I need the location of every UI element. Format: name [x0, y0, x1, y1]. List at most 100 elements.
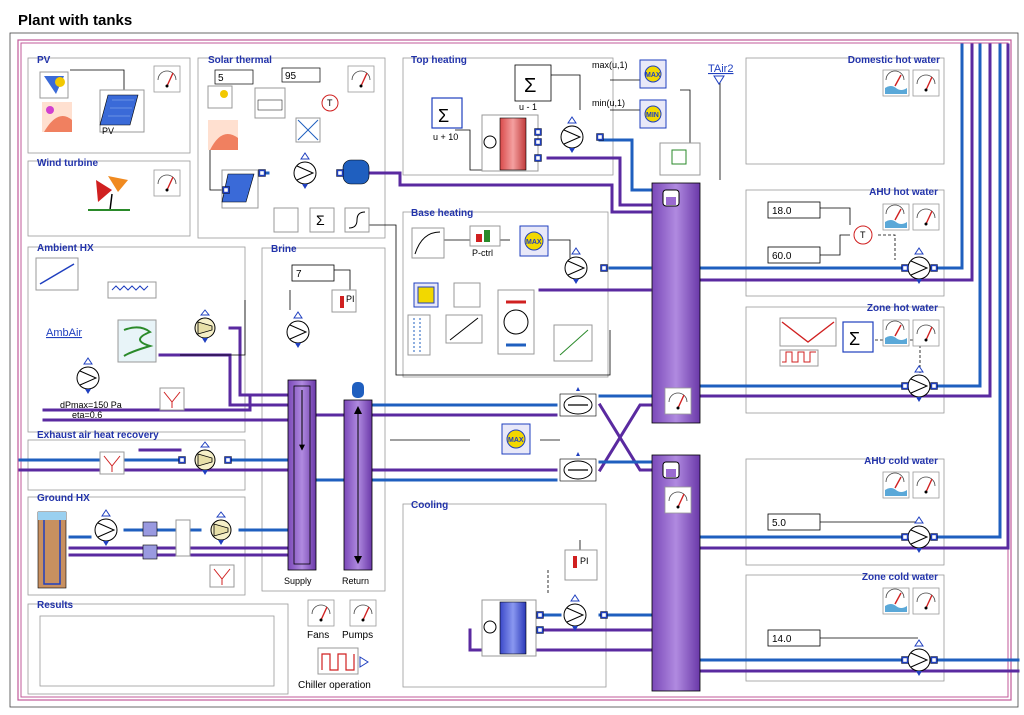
ground-hx-section [37, 509, 235, 589]
base-max-block: MAX [526, 239, 542, 246]
brine-pi: PI [346, 294, 355, 304]
ahu-hot-const-2: 60.0 [772, 251, 792, 262]
section-title-ground-hx: Ground HX [37, 493, 90, 504]
ahu-hot-const-1: 18.0 [772, 206, 792, 217]
section-title-base-heating: Base heating [411, 208, 473, 219]
max-label: max(u,1) [592, 60, 628, 70]
solar-const-a: 5 [218, 73, 224, 84]
section-title-results: Results [37, 600, 74, 611]
supply-label: Supply [284, 576, 312, 586]
brine-section: 7 PI Supply Return [284, 264, 373, 586]
ground-fan-icon [210, 511, 232, 546]
brine-const: 7 [296, 269, 302, 280]
zone-hot-water-section: Σ [779, 317, 940, 403]
section-title-zone-cold-water: Zone cold water [862, 572, 938, 583]
fan-params-2: eta=0.6 [72, 410, 102, 420]
fan-params-1: dPmax=150 Pa [60, 400, 122, 410]
ambair-link[interactable]: AmbAir [46, 327, 82, 339]
wind-gauge-icon [153, 169, 181, 197]
top-sum-caption: u + 10 [433, 132, 458, 142]
pv-gauge-icon [153, 65, 181, 93]
section-title-cooling: Cooling [411, 500, 448, 511]
solar-thermal-section: 5 95 T Σ [207, 65, 375, 233]
mid-max-block: MAX [508, 437, 524, 444]
cooling-section: PI [481, 549, 608, 657]
pumps-gauge-icon [349, 599, 377, 627]
ambient-hx-section: AmbAir dPmax=150 Pa eta=0.6 [35, 257, 216, 420]
pv-label: PV [102, 126, 114, 136]
return-label: Return [342, 576, 369, 586]
top-sum2-caption: u - 1 [519, 102, 537, 112]
zone-cold-water-section: 14.0 [767, 587, 940, 677]
zone-hot-gauge-icon [912, 319, 940, 347]
cooling-tank [651, 454, 701, 692]
heat-tank-gauge-icon [664, 387, 692, 415]
solar-pump-icon [293, 152, 317, 190]
cooling-pump-icon [563, 594, 587, 632]
zone-hot-sea-gauge-icon [882, 319, 910, 347]
ground-pump-icon [94, 509, 118, 547]
results-section: Fans Pumps Chiller operation [298, 599, 377, 691]
section-title-top-heating: Top heating [411, 55, 467, 66]
pv-section: PV [39, 65, 181, 136]
base-heating-pump-icon [564, 247, 588, 285]
exhaust-air-section [99, 441, 232, 476]
solar-gauge-icon [347, 65, 375, 93]
heat-exchangers: MAX [501, 386, 597, 482]
top-heating-section: Σ u + 10 Σ u - 1 max(u,1) min(u,1) MAX M… [431, 59, 733, 176]
min-label: min(u,1) [592, 98, 625, 108]
pctrl-label: P-ctrl [472, 248, 493, 258]
pumps-label: Pumps [342, 630, 373, 641]
ahu-cold-sea-gauge-icon [882, 471, 910, 499]
domestic-hot-water-section [882, 69, 940, 97]
heating-tank [651, 182, 701, 424]
section-title-brine: Brine [271, 244, 297, 255]
section-title-ahu-cold-water: AHU cold water [864, 456, 938, 467]
solar-sum-block: Σ [316, 212, 325, 228]
dhw-sea-gauge-icon [882, 69, 910, 97]
ahu-cold-gauge-icon [912, 471, 940, 499]
ahu-hot-sea-gauge-icon [882, 203, 910, 231]
section-title-ambient-hx: Ambient HX [37, 243, 94, 254]
section-title-ahu-hot-water: AHU hot water [869, 187, 938, 198]
page-title: Plant with tanks [18, 12, 133, 29]
cooling-pi: PI [580, 556, 589, 566]
section-title-domestic-hot-water: Domestic hot water [848, 55, 940, 66]
zone-cold-gauge-icon [912, 587, 940, 615]
top-sum-block: Σ [438, 106, 449, 126]
min-block: MIN [646, 112, 659, 119]
top-heating-pump-icon [560, 116, 584, 154]
heat-exchanger-2-icon [559, 451, 597, 482]
section-title-pv: PV [37, 55, 51, 66]
cold-tank-gauge-icon [664, 486, 692, 514]
dhw-gauge-icon [912, 69, 940, 97]
fans-gauge-icon [307, 599, 335, 627]
chiller-operation-label: Chiller operation [298, 680, 371, 691]
heat-exchanger-1-icon [559, 386, 597, 417]
section-title-wind-turbine: Wind turbine [37, 158, 98, 169]
ambient-fan-icon [194, 309, 216, 344]
ahu-cold-const: 5.0 [772, 518, 786, 529]
ahu-cold-water-section: 5.0 [767, 471, 940, 554]
solar-const-b: 95 [285, 71, 297, 82]
tair2-link[interactable]: TAir2 [708, 63, 733, 75]
base-heating-section: P-ctrl MAX [407, 225, 608, 362]
max-block: MAX [645, 72, 661, 79]
ahu-hot-water-section: 18.0 60.0 T [767, 201, 940, 285]
fans-label: Fans [307, 630, 329, 641]
zone-hot-sum-block: Σ [849, 329, 860, 349]
ahu-temp-sensor: T [860, 230, 866, 240]
svg-text:AmbAir: AmbAir [46, 327, 82, 339]
ahu-hot-gauge-icon [912, 203, 940, 231]
section-title-zone-hot-water: Zone hot water [867, 303, 938, 314]
section-title-exhaust-air-heat-recovery: Exhaust air heat recovery [37, 430, 159, 441]
wind-turbine-section [88, 169, 181, 211]
brine-pump-icon [286, 311, 310, 349]
top-sum2-block: Σ [524, 75, 536, 97]
svg-text:TAir2: TAir2 [708, 63, 733, 75]
zone-cold-const: 14.0 [772, 634, 792, 645]
zone-cold-sea-gauge-icon [882, 587, 910, 615]
section-title-solar-thermal: Solar thermal [208, 55, 272, 66]
ambient-blower-icon [76, 357, 100, 395]
